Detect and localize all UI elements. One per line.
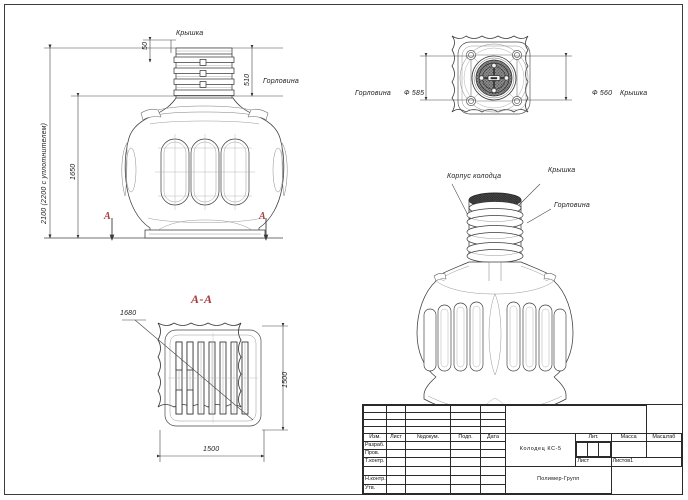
label-cover-front: Крышка (176, 30, 204, 37)
tb-sheets-label: Листов1 (610, 457, 683, 467)
tb-scale-value (645, 441, 683, 458)
sheet-border (4, 4, 683, 495)
top-plan-view (420, 35, 572, 115)
label-neck-top: Горловина (355, 90, 391, 97)
label-cover-top: Крышка (620, 90, 648, 97)
tb-col-izm: Изм. (363, 433, 387, 442)
dim-diagonal-1680: 1680 (120, 310, 137, 317)
tb-mass-value (610, 441, 647, 458)
front-elevation-view (44, 37, 288, 241)
drawing-title: Колодец КС-5 (504, 433, 577, 467)
tb-role-tkontr: Т.контр. (363, 457, 387, 467)
tb-col-list: Лист (386, 433, 406, 442)
section-mark-a-left: A (104, 211, 111, 222)
tb-role-razrab: Разраб. (363, 441, 387, 450)
tb-role-blank (363, 466, 387, 476)
section-title-aa: A-A (191, 292, 213, 306)
isometric-view (416, 183, 574, 416)
dim-neck-diameter: Ф 585 (404, 90, 425, 97)
dim-cover-thickness: 50 (142, 41, 149, 50)
tb-col-ndocum: №докум. (405, 433, 451, 442)
dim-overall-height: 2100 (2200 с уплотнителем) (41, 122, 48, 224)
dim-section-height: 1500 (282, 371, 289, 388)
tb-role-utv: Утв. (363, 484, 387, 494)
dim-cover-diameter: Ф 560 (592, 90, 613, 97)
tb-mass-header: Масса (610, 433, 647, 442)
dim-neck-height: 510 (244, 73, 251, 86)
tb-sheet-label: Лист (575, 457, 612, 467)
label-body-iso: Корпус колодца (447, 173, 502, 180)
section-mark-a-right: A (259, 211, 266, 222)
dim-section-width: 1500 (203, 446, 220, 453)
tb-lit-2 (587, 442, 600, 457)
label-neck-front: Горловина (263, 78, 299, 85)
company-name: Полимер-Групп (505, 466, 612, 494)
tb-col-data: Дата (480, 433, 506, 442)
tb-scale-header: Масштаб (645, 433, 683, 442)
tb-lit-3 (598, 442, 611, 457)
tb-role-prov: Пров. (363, 449, 387, 458)
dim-body-height: 1650 (70, 163, 77, 180)
tb-role-nkontr: Н.контр. (363, 475, 387, 485)
tb-lit-1 (576, 442, 589, 457)
section-a-a-view (122, 319, 288, 462)
tb-lit-header: Лит. (575, 433, 612, 442)
title-block: Изм. Лист №докум. Подп. Дата Колодец КС-… (362, 404, 683, 495)
tb-col-podp: Подп. (450, 433, 481, 442)
label-cover-iso: Крышка (548, 167, 576, 174)
label-neck-iso: Горловина (554, 202, 590, 209)
